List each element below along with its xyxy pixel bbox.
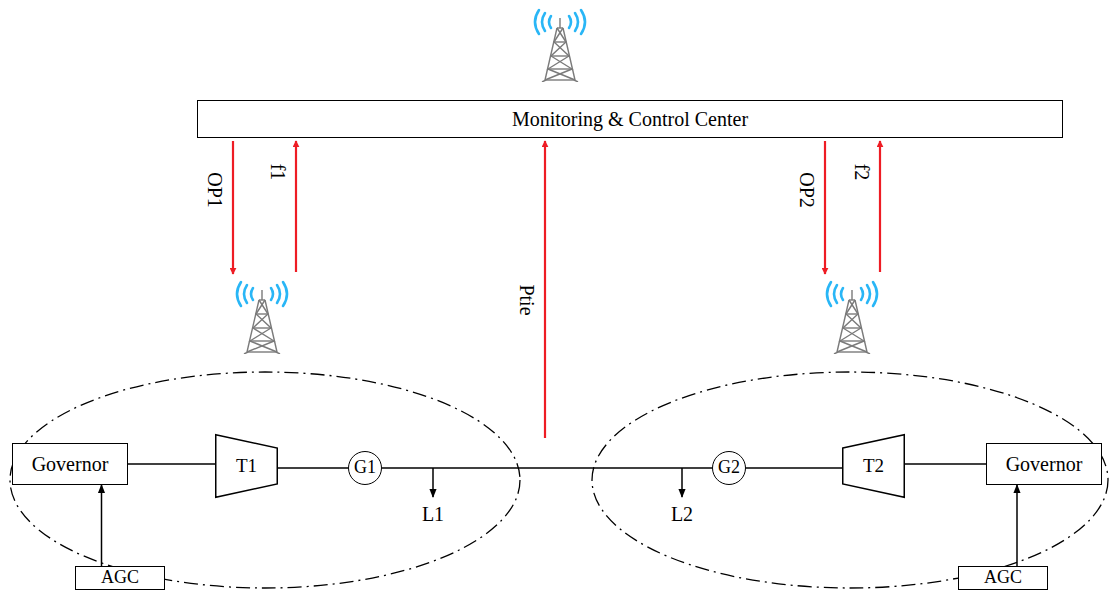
agc-box: AGC [958,566,1048,590]
node-text: T1 [236,456,257,477]
governor-box: Governor [12,443,128,485]
signal-label: OP2 [796,172,818,208]
control-center-box: Monitoring & Control Center [197,100,1063,138]
agc-box: AGC [75,566,165,590]
governor-box: Governor [986,443,1102,485]
node-text: Governor [32,453,109,475]
node-text: T2 [863,456,884,477]
area-outline [592,372,1108,588]
turbine-symbol: T1 [215,434,278,498]
connector-line [128,463,215,465]
load-label: L2 [671,503,693,525]
signal-arrow [232,141,234,274]
connector-line [905,463,986,465]
load-label: L1 [422,503,444,525]
radio-tower [535,10,585,82]
connector-line [746,467,842,469]
node-text: AGC [101,568,139,588]
node-text: G1 [354,458,376,478]
generator-circle: G2 [712,451,746,485]
node-text: G2 [718,458,740,478]
connector-line [382,467,712,469]
signal-label: f1 [267,164,289,181]
generator-circle: G1 [348,451,382,485]
signal-label: f2 [851,164,873,181]
node-text: AGC [984,568,1022,588]
load-arrow [432,468,434,497]
signal-label: OP1 [204,172,226,208]
area-outline [10,372,520,588]
node-text: Governor [1006,453,1083,475]
connector-line [1016,485,1018,566]
signal-arrow [295,141,297,272]
connector-line [101,485,103,566]
signal-arrow [879,141,881,272]
turbine-symbol: T2 [842,434,905,498]
node-text: Monitoring & Control Center [512,108,748,130]
signal-arrow [544,141,546,438]
signal-label: Ptie [516,284,538,315]
connector-line [278,467,348,469]
radio-tower [827,282,877,354]
load-arrow [681,468,683,497]
radio-tower [237,282,287,354]
signal-arrow [824,141,826,274]
